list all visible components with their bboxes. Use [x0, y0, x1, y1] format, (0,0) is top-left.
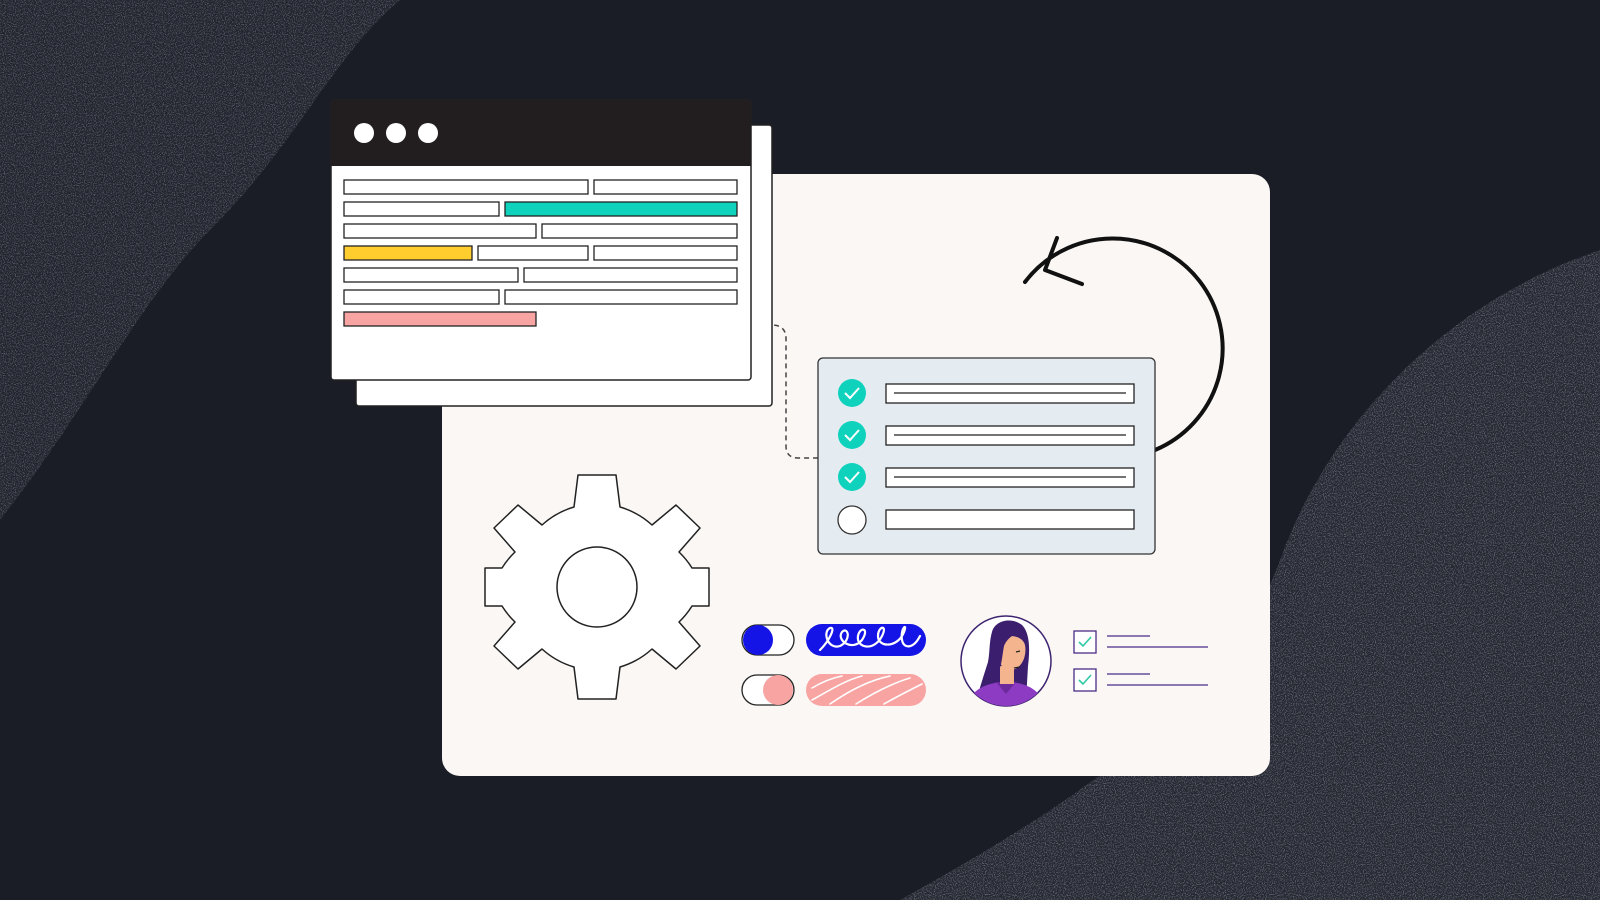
check-icon — [844, 429, 860, 442]
unchecked-circle[interactable] — [837, 505, 867, 535]
checked-circle[interactable] — [838, 379, 866, 407]
table-cell — [343, 201, 500, 217]
checkbox[interactable] — [1073, 630, 1097, 654]
table-cell — [477, 245, 589, 261]
table-cell — [343, 179, 589, 195]
table-cell — [343, 267, 519, 283]
window-dot[interactable] — [386, 123, 406, 143]
check-icon — [844, 387, 860, 400]
scribble-pill-blue — [806, 624, 926, 656]
checklist-item[interactable] — [838, 463, 1135, 491]
scribble-pill-pink — [806, 674, 926, 706]
window-dot[interactable] — [354, 123, 374, 143]
toggle-switch-off[interactable] — [741, 674, 795, 706]
window-titlebar — [331, 100, 751, 166]
dashed-connector — [756, 324, 818, 459]
checked-circle[interactable] — [838, 463, 866, 491]
table-cell — [343, 289, 500, 305]
mini-checklist-item[interactable] — [1073, 630, 1208, 654]
mini-checklist-item[interactable] — [1073, 668, 1208, 692]
table-cell — [593, 179, 738, 195]
checklist-item[interactable] — [838, 379, 1135, 407]
table-cell — [343, 223, 537, 239]
checklist-item[interactable] — [838, 421, 1135, 449]
check-icon — [1078, 636, 1092, 648]
checklist-card — [817, 357, 1156, 555]
checked-circle[interactable] — [838, 421, 866, 449]
refresh-arrow-icon — [1023, 236, 1225, 452]
checklist-field[interactable] — [885, 509, 1135, 530]
checklist-item[interactable] — [837, 505, 1135, 535]
pink-row — [343, 311, 537, 327]
front-window — [330, 99, 752, 381]
check-icon — [844, 471, 860, 484]
checkbox[interactable] — [1073, 668, 1097, 692]
gear-icon — [484, 474, 710, 700]
table-cell — [504, 289, 738, 305]
table-cell — [523, 267, 738, 283]
mini-checklist — [1073, 630, 1208, 692]
table-cell — [541, 223, 738, 239]
table-cell — [593, 245, 738, 261]
window-dot[interactable] — [418, 123, 438, 143]
yellow-row — [343, 245, 473, 261]
window-rows — [343, 179, 738, 327]
toggle-switch-on[interactable] — [741, 624, 795, 656]
check-icon — [1078, 674, 1092, 686]
teal-row — [504, 201, 738, 217]
